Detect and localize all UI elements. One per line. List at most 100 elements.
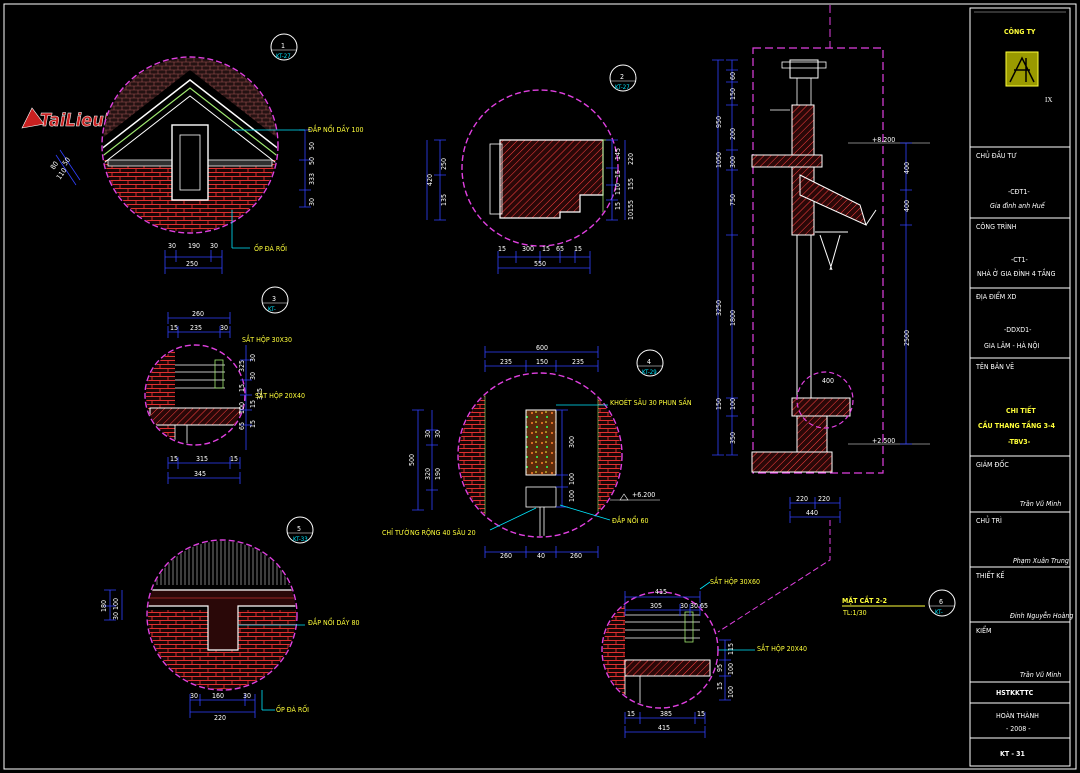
svg-text:3250: 3250 [715,300,723,316]
svg-text:400: 400 [903,200,911,212]
svg-text:KT-29: KT-29 [642,369,657,376]
svg-text:Trần Vũ Minh: Trần Vũ Minh [1020,671,1061,679]
svg-text:315: 315 [196,455,208,463]
svg-text:ỐP ĐÁ RỐI: ỐP ĐÁ RỐI [276,704,309,714]
svg-text:320: 320 [424,468,432,480]
svg-text:5: 5 [297,525,301,533]
svg-text:15: 15 [697,710,705,718]
svg-text:950: 950 [715,116,723,128]
svg-text:CÔNG TRÌNH: CÔNG TRÌNH [976,222,1017,231]
svg-text:GIA LÂM - HÀ NỘI: GIA LÂM - HÀ NỘI [984,341,1039,350]
svg-text:MẶT CẮT 2-2: MẶT CẮT 2-2 [842,595,887,605]
svg-text:60: 60 [729,72,737,80]
svg-text:325: 325 [256,388,264,400]
svg-text:30: 30 [434,430,442,438]
svg-text:CHỈ TƯỜNG RỘNG 40 SÂU 20: CHỈ TƯỜNG RỘNG 40 SÂU 20 [382,528,476,537]
svg-text:95: 95 [716,664,724,672]
svg-text:415: 415 [655,588,667,596]
svg-text:400: 400 [822,377,834,385]
svg-text:155: 155 [627,178,635,190]
svg-text:4: 4 [647,358,651,366]
svg-text:ĐẮP NỔI DẦY 100: ĐẮP NỔI DẦY 100 [308,124,364,134]
svg-text:50: 50 [61,156,72,167]
svg-text:Gia đình anh Huế: Gia đình anh Huế [990,202,1046,210]
svg-text:15: 15 [170,324,178,332]
sheet-border [3,3,1077,770]
svg-text:30: 30 [112,612,120,620]
svg-text:235: 235 [572,358,584,366]
svg-text:SẮT HỘP 30X60: SẮT HỘP 30X60 [710,576,760,586]
svg-text:30: 30 [680,602,688,610]
svg-text:750: 750 [729,194,737,206]
detail-2: 15 300 15 65 15 550 250 420 135 145 220 … [426,64,637,274]
svg-text:+8.200: +8.200 [872,136,895,144]
svg-text:145: 145 [614,148,622,160]
svg-text:250: 250 [440,158,448,170]
svg-text:30: 30 [249,372,257,380]
svg-text:1: 1 [281,42,285,50]
svg-text:15: 15 [574,245,582,253]
svg-text:KT-27: KT-27 [276,53,291,60]
svg-text:235: 235 [500,358,512,366]
svg-text:15: 15 [542,245,550,253]
detail-5: 180 100 30 30 160 30 220 ĐẮP NỔI DẦY 80 … [100,516,360,722]
svg-text:100: 100 [729,398,737,410]
svg-text:HSTKKTTC: HSTKKTTC [996,689,1034,697]
detail-6: 415 305 30 30 65 15 385 15 415 115 95 10… [601,576,807,738]
svg-text:CẦU THANG TẦNG 3-4: CẦU THANG TẦNG 3-4 [978,420,1056,430]
svg-text:300: 300 [522,245,534,253]
svg-text:110: 110 [614,183,622,195]
svg-text:KT-27: KT-27 [615,84,630,91]
svg-text:+6.200: +6.200 [632,491,655,499]
svg-text:30: 30 [690,602,698,610]
svg-text:300: 300 [729,156,737,168]
svg-text:-CĐT1-: -CĐT1- [1008,188,1030,196]
svg-text:2500: 2500 [903,330,911,346]
svg-text:KT-33: KT-33 [293,536,308,543]
svg-text:325: 325 [238,360,246,372]
svg-text:30: 30 [249,354,257,362]
svg-text:235: 235 [190,324,202,332]
svg-text:Phạm Xuân Trung: Phạm Xuân Trung [1013,557,1069,565]
svg-text:TL:1/30: TL:1/30 [842,609,867,617]
svg-text:ĐẮP NỔI DẦY 80: ĐẮP NỔI DẦY 80 [308,617,360,627]
svg-text:40: 40 [537,552,545,560]
svg-text:15: 15 [716,682,724,690]
svg-text:30: 30 [168,242,176,250]
svg-text:30: 30 [424,430,432,438]
detail-4: 600 235 150 235 500 300 100 100 260 40 2… [382,344,692,560]
svg-text:100: 100 [568,473,576,485]
detail-6-leader [717,520,831,633]
svg-text:190: 190 [188,242,200,250]
svg-text:-DDXD1-: -DDXD1- [1004,326,1031,334]
svg-text:220: 220 [796,495,808,503]
svg-text:Trần Vũ Minh: Trần Vũ Minh [1020,500,1061,508]
svg-text:KT - 31: KT - 31 [1000,750,1025,758]
svg-text:550: 550 [534,260,546,268]
svg-text:CHỦ TRÌ: CHỦ TRÌ [976,515,1002,525]
svg-text:250: 250 [186,260,198,268]
svg-text:350: 350 [729,432,737,444]
svg-text:500: 500 [408,454,416,466]
svg-text:30: 30 [243,692,251,700]
detail-1: 30 190 30 250 50 50 333 30 80 50 110 ĐẮP… [49,33,364,274]
svg-text:15: 15 [170,455,178,463]
svg-text:ĐỊA ĐIỂM XD: ĐỊA ĐIỂM XD [976,291,1017,301]
svg-text:30: 30 [210,242,218,250]
svg-text:200: 200 [729,128,737,140]
svg-text:385: 385 [660,710,672,718]
svg-text:1800: 1800 [729,310,737,326]
svg-text:100: 100 [727,663,735,675]
svg-text:65: 65 [238,422,246,430]
svg-text:30: 30 [308,198,316,206]
svg-text:15: 15 [614,170,622,178]
svg-text:65: 65 [556,245,564,253]
svg-text:220: 220 [627,153,635,165]
svg-text:50: 50 [308,157,316,165]
svg-text:180: 180 [100,600,108,612]
svg-text:+2.500: +2.500 [872,437,895,445]
svg-text:15: 15 [249,420,257,428]
svg-text:GIÁM ĐỐC: GIÁM ĐỐC [976,459,1009,469]
detail-3: 260 15 235 30 15 315 15 345 30 325 30 15… [144,286,305,484]
svg-text:15: 15 [238,384,246,392]
